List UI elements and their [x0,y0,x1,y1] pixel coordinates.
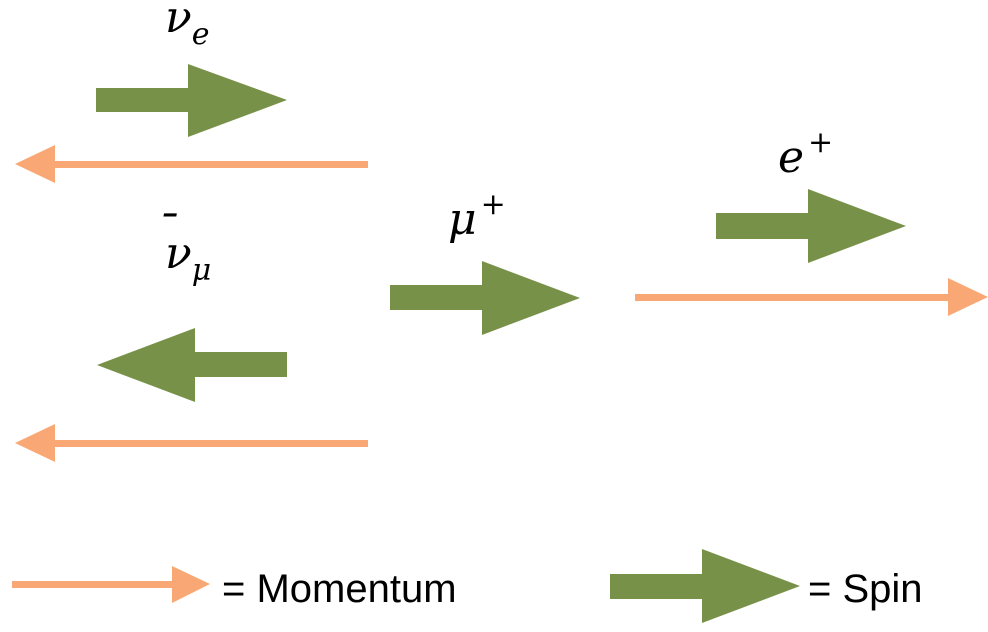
muon-antineutrino-momentum-arrow [15,424,368,462]
muon-antineutrino-label: νμ ̄ [163,212,211,288]
antiparticle-bar: ̄ [163,212,177,216]
positron-label: e+ [778,125,833,183]
positron-spin-arrow [716,189,906,263]
electron-neutrino-momentum-arrow [15,145,368,183]
electron-neutrino-spin-arrow [96,64,287,137]
legend-momentum: = Momentum [12,566,457,611]
svg-text:νμ: νμ [165,228,211,288]
legend-spin-label: = Spin [808,567,923,611]
positron-momentum-arrow [635,278,988,316]
muon-antineutrino-spin-arrow [97,328,287,402]
muon-label: μ+ [448,187,506,245]
legend-momentum-label: = Momentum [222,567,457,611]
electron-neutrino-label: νe [165,0,210,52]
muon-spin-arrow [390,261,580,335]
legend-spin: = Spin [610,549,923,623]
